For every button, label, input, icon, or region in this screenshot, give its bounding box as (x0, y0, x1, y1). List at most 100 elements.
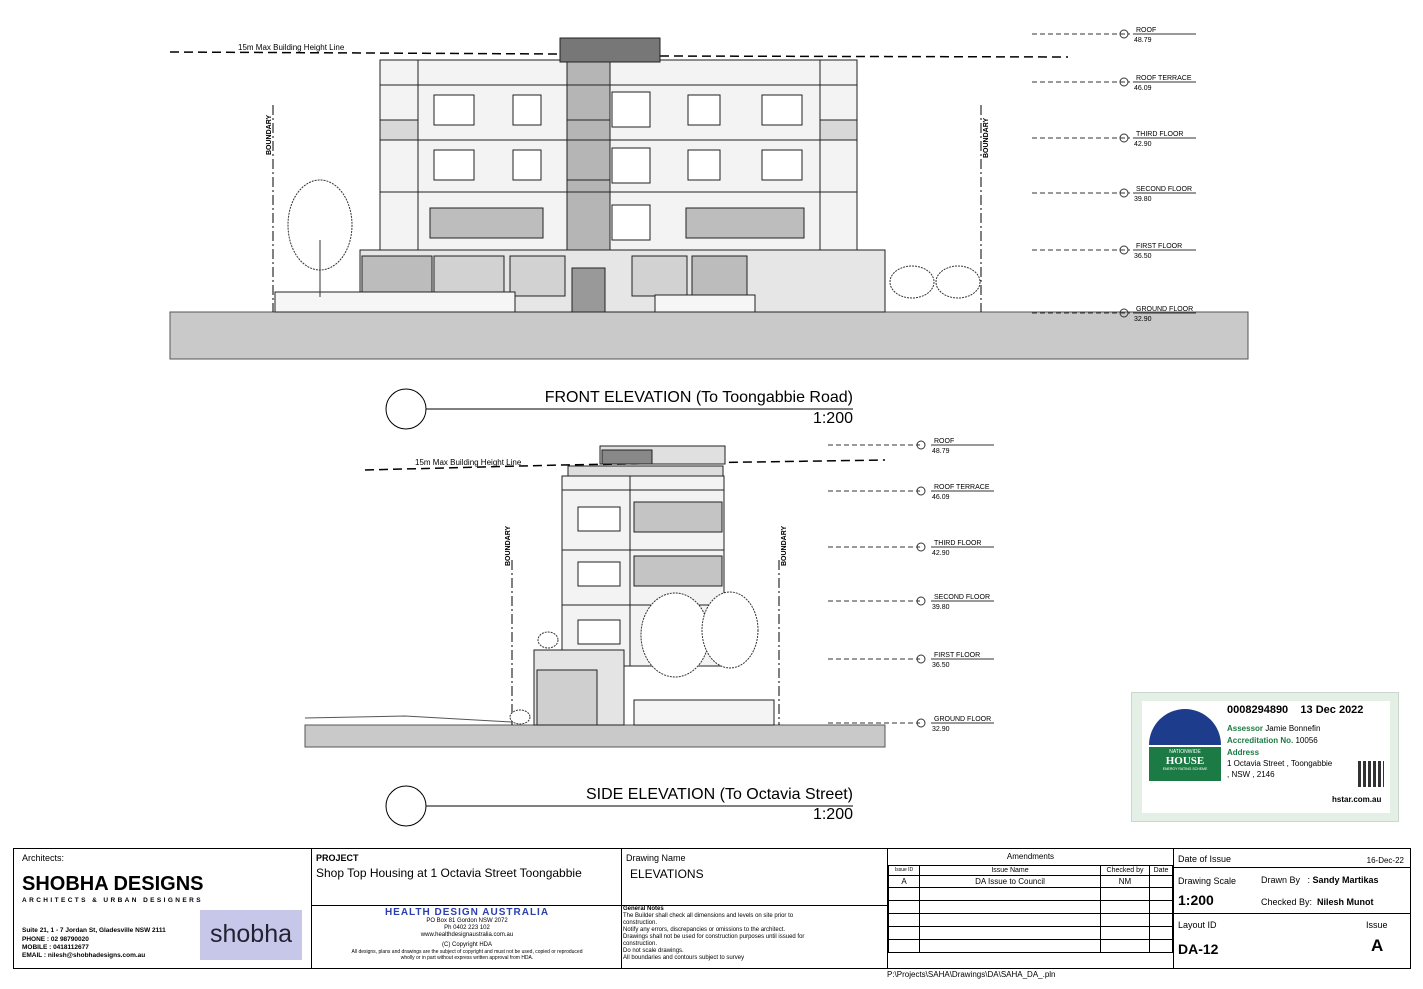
logo-main-text: HOUSE (1165, 755, 1205, 767)
certificate-number: 0008294890 (1227, 704, 1289, 716)
mobile-label: MOBILE : (22, 944, 52, 951)
side-elevation-drawing: 15m Max Building Height Line BOUNDARY BO… (304, 438, 994, 827)
amend-name: DA Issue to Council (919, 875, 1101, 888)
firm-address: Suite 21, 1 - 7 Jordan St, Gladesville N… (22, 927, 166, 934)
side-height-line (364, 459, 886, 471)
level-target-icon (916, 440, 926, 450)
nationwide-house-logo: NATIONWIDE HOUSE ENERGY RATING SCHEME (1147, 707, 1223, 783)
assessor-name: Jamie Bonnefin (1265, 724, 1321, 733)
client-line3: www.healthdesignaustralia.com.au (420, 932, 514, 938)
phone-label: PHONE : (22, 936, 50, 943)
issue-label: Issue (1366, 920, 1388, 930)
level-name: SECOND FLOOR (934, 594, 990, 601)
front-ground-plane (169, 311, 1249, 360)
address-label: Address (1227, 748, 1260, 757)
amend-header-id: Issue ID (888, 865, 920, 876)
front-height-line-label: 15m Max Building Height Line (238, 43, 345, 52)
side-elevation-title: SIDE ELEVATION (To Octavia Street) (585, 786, 853, 803)
amend-id: A (888, 875, 920, 888)
level-target-icon (1119, 188, 1129, 198)
amend-header-name: Issue Name (919, 865, 1101, 876)
level-name: SECOND FLOOR (1136, 186, 1192, 193)
issue-divider-2 (1174, 913, 1411, 914)
issue-value: A (1371, 936, 1384, 955)
project-divider (312, 905, 622, 906)
general-note: Notify any errors, discrepancies or omis… (623, 927, 786, 933)
firm-name: SHOBHA DESIGNS (22, 873, 204, 895)
accreditation-number: 10056 (1295, 736, 1318, 745)
level-target-icon (1119, 77, 1129, 87)
amend-date (1149, 875, 1173, 888)
shobha-logo: shobha (200, 910, 302, 960)
front-elevation-caption-circle (385, 388, 427, 430)
side-ground-plane (304, 724, 886, 748)
checked-by-label: Checked By: (1261, 897, 1313, 907)
issue-divider-1 (1174, 867, 1411, 868)
level-rl: 46.09 (1134, 85, 1152, 92)
front-elevation-scale: 1:200 (812, 410, 853, 427)
general-note: The Builder shall check all dimensions a… (623, 913, 794, 926)
side-boundary-label-left: BOUNDARY (505, 525, 512, 566)
level-name: THIRD FLOOR (1136, 131, 1183, 138)
project-label: PROJECT (316, 853, 359, 863)
checked-by-value: Nilesh Munot (1317, 897, 1374, 907)
side-height-line-label: 15m Max Building Height Line (415, 458, 522, 467)
front-elevation-drawing: 15m Max Building Height Line BOUNDARY BO… (169, 27, 1249, 430)
file-path: P:\Projects\SAHA\Drawings\DA\SAHA_DA_.pl… (887, 970, 1056, 979)
date-of-issue-value: 16-Dec-22 (1366, 856, 1404, 865)
level-name: ROOF TERRACE (1136, 75, 1192, 82)
email-label: EMAIL : (22, 952, 47, 959)
general-notes-title: General Notes (623, 906, 664, 912)
amend-header-checked: Checked by (1100, 865, 1150, 876)
client-disclaimer: All designs, plans and drawings are the … (351, 949, 583, 961)
level-target-icon (1119, 133, 1129, 143)
architects-panel: Architects: SHOBHA DESIGNS ARCHITECTS & … (13, 848, 312, 969)
side-trees (509, 591, 759, 725)
drawing-name-panel: Drawing Name ELEVATIONS General Notes Th… (621, 848, 888, 969)
side-ground-slope (304, 715, 513, 723)
drawn-by-label: Drawn By (1261, 875, 1301, 885)
logo-sub-text: ENERGY RATING SCHEME (1162, 767, 1208, 771)
project-panel: PROJECT Shop Top Housing at 1 Octavia St… (311, 848, 622, 969)
client-line1: PO Box 81 Gordon NSW 2072 (426, 918, 508, 924)
level-rl: 48.79 (932, 448, 950, 455)
date-of-issue-label: Date of Issue (1178, 854, 1232, 864)
front-building (274, 37, 886, 313)
level-rl: 48.79 (1134, 37, 1152, 44)
level-rl: 32.90 (1134, 316, 1152, 323)
firm-tagline: ARCHITECTS & URBAN DESIGNERS (22, 897, 203, 904)
logo-top-text: NATIONWIDE (1169, 749, 1201, 755)
side-elevation-caption-circle (385, 785, 427, 827)
layout-id-value: DA-12 (1178, 941, 1219, 957)
drawn-by-value: Sandy Martikas (1312, 875, 1379, 885)
mobile-value: 0418112677 (53, 944, 89, 951)
phone-value: 02 98790020 (50, 936, 89, 943)
certificate-website: hstar.com.au (1332, 795, 1382, 804)
amend-header-date: Date (1149, 865, 1173, 876)
level-name: ROOF (1136, 27, 1156, 34)
client-name: HEALTH DESIGN AUSTRALIA (384, 907, 550, 918)
amendments-label: Amendments (888, 849, 1173, 866)
address-line2: , NSW , 2146 (1227, 770, 1275, 779)
level-target-icon (916, 596, 926, 606)
amend-checked: NM (1100, 875, 1150, 888)
level-target-icon (916, 542, 926, 552)
client-copyright: (C) Copyright HDA (441, 942, 492, 948)
address-line1: 1 Octavia Street , Toongabbie (1227, 759, 1333, 768)
drawing-scale-value: 1:200 (1178, 892, 1214, 908)
drawing-name-label: Drawing Name (626, 853, 686, 863)
client-line2: Ph 0402 223 102 (444, 925, 490, 931)
level-target-icon (1119, 308, 1129, 318)
logo-green-block: NATIONWIDE HOUSE ENERGY RATING SCHEME (1149, 747, 1221, 781)
accreditation-label: Accreditation No. (1227, 736, 1294, 745)
project-name: Shop Top Housing at 1 Octavia Street Too… (316, 866, 582, 880)
client-block: HEALTH DESIGN AUSTRALIA PO Box 81 Gordon… (347, 907, 587, 961)
level-target-icon (916, 654, 926, 664)
side-elevation-scale: 1:200 (812, 806, 853, 823)
side-boundary-label-right: BOUNDARY (781, 525, 788, 566)
nathers-certificate: NATIONWIDE HOUSE ENERGY RATING SCHEME 00… (1131, 692, 1399, 822)
level-rl: 39.80 (932, 604, 950, 611)
front-tree-left (287, 179, 353, 297)
general-note: All boundaries and contours subject to s… (623, 955, 745, 961)
